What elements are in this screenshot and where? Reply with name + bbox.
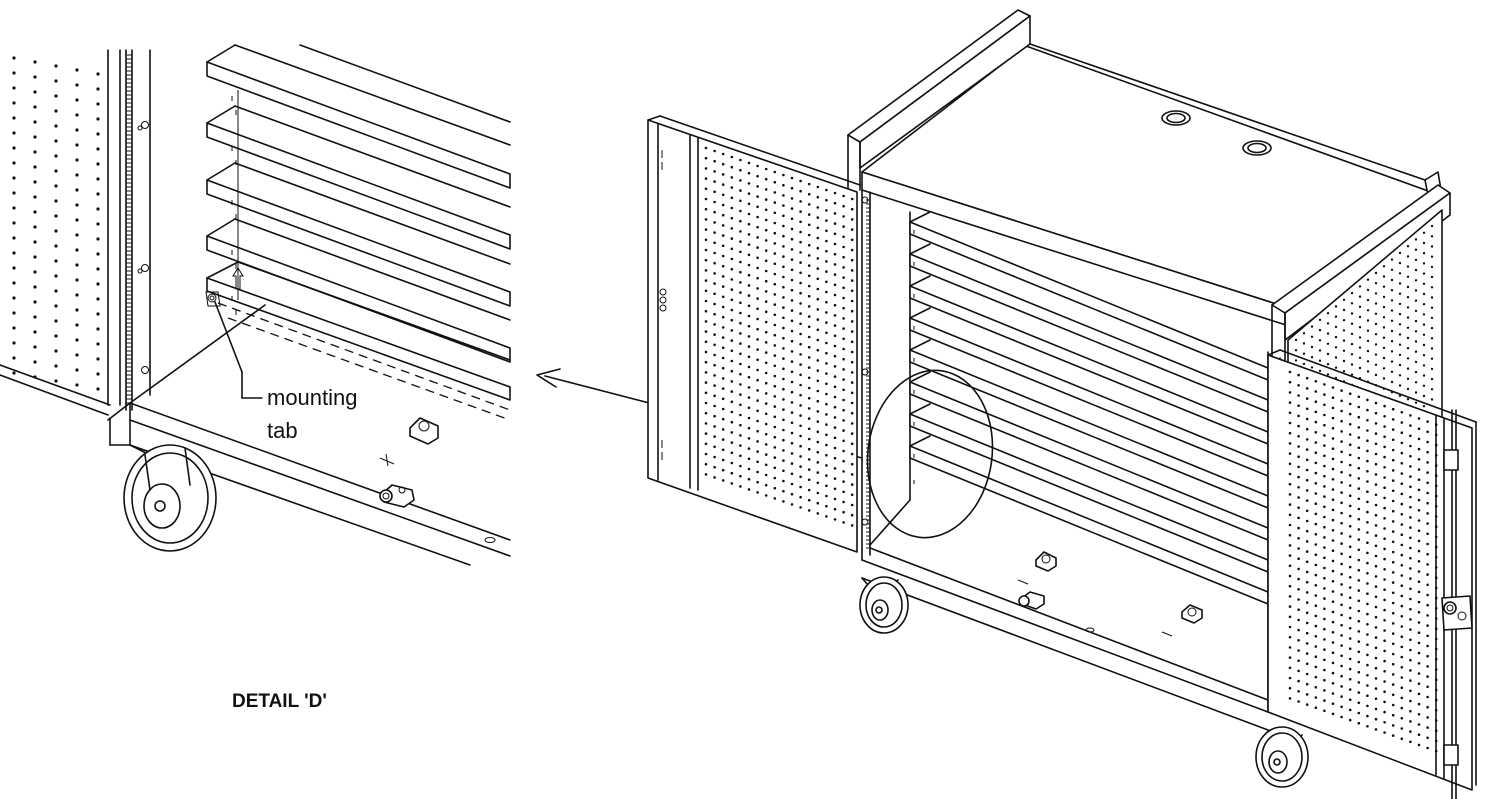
- cart-caster-left: [859, 576, 909, 634]
- callout-label-line2: tab: [267, 418, 298, 443]
- cart-rear-handle: [847, 9, 1443, 206]
- detail-caster-wheel: [123, 444, 217, 552]
- left-door-lock-icon: [659, 288, 667, 312]
- mounting-tab-leader: [214, 301, 263, 399]
- detail-side-rail: [125, 49, 151, 411]
- detail-callout-circle: [866, 369, 994, 539]
- cart-shelves: [909, 211, 1269, 605]
- left-door-perforation: [704, 146, 854, 527]
- detail-shelves: [206, 44, 511, 401]
- callout-label-line1: mounting: [267, 385, 358, 410]
- detail-perforation-holes: [12, 56, 100, 391]
- cart-left-door: [647, 115, 869, 553]
- detail-hidden-lines: [217, 302, 511, 421]
- cart-front-handle: [1271, 184, 1451, 361]
- cart-assembly: [647, 9, 1477, 799]
- cart-right-door: [1267, 349, 1477, 799]
- detail-rail-notches: [126, 54, 132, 404]
- cart-caster-right: [1255, 726, 1309, 788]
- detail-title: DETAIL 'D': [232, 691, 327, 712]
- mounting-tab: [205, 291, 221, 307]
- detail-floor-brackets: [379, 417, 439, 508]
- detail-door-panel: [0, 49, 121, 416]
- detail-back-wall-slots: [231, 96, 237, 315]
- right-door-perforation: [1288, 370, 1438, 753]
- right-door-lock-icon: [1441, 595, 1473, 631]
- detail-view: mounting tab DETAIL 'D': [0, 44, 511, 712]
- cart-floor-brackets: [1017, 551, 1203, 637]
